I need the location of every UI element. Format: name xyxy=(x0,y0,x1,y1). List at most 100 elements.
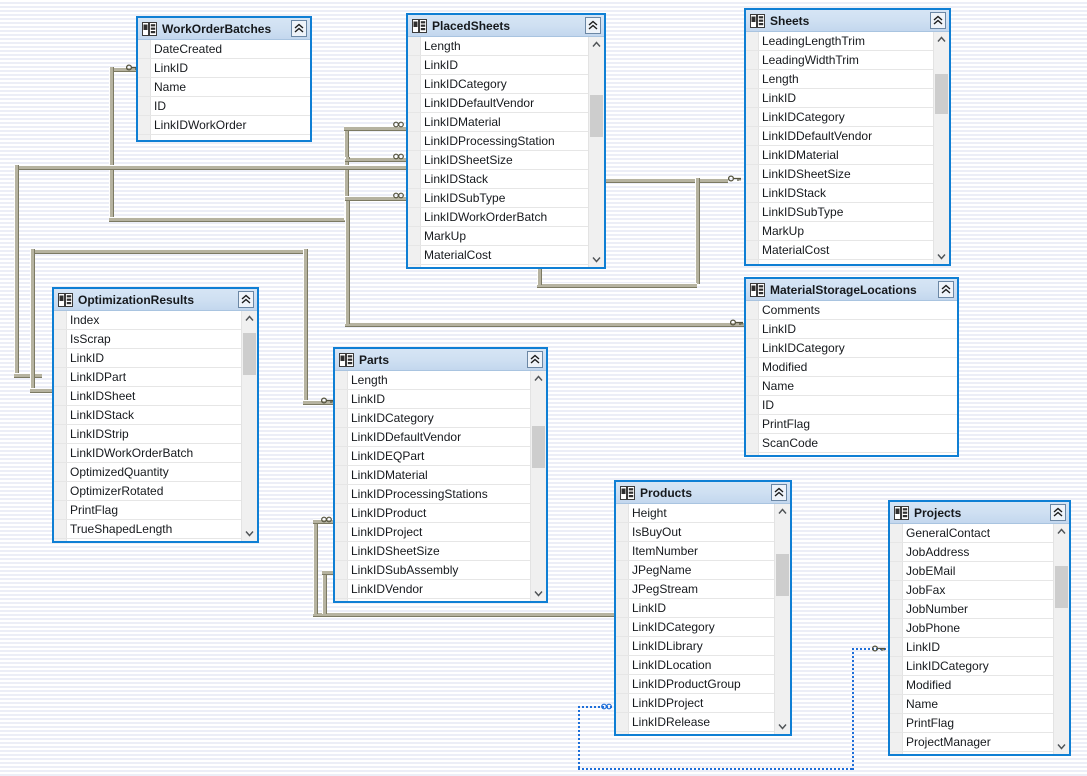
table-header-products[interactable]: Products xyxy=(616,482,790,504)
column-row[interactable]: DateCreated xyxy=(138,40,310,59)
scroll-down-arrow-icon[interactable] xyxy=(589,252,604,267)
column-row[interactable]: LinkID xyxy=(890,638,1054,657)
vertical-scrollbar[interactable] xyxy=(933,32,949,264)
scroll-up-arrow-icon[interactable] xyxy=(242,311,257,326)
scroll-down-arrow-icon[interactable] xyxy=(242,526,257,541)
selected-connector-segment[interactable] xyxy=(852,648,888,650)
column-row[interactable]: MarkUp xyxy=(408,227,589,246)
column-row[interactable]: ID xyxy=(138,97,310,116)
column-row[interactable]: LinkIDProduct xyxy=(335,504,531,523)
column-row[interactable]: IsScrap xyxy=(54,330,242,349)
column-row[interactable]: LinkIDDefaultVendor xyxy=(335,428,531,447)
selected-connector-segment[interactable] xyxy=(578,768,854,770)
scroll-down-arrow-icon[interactable] xyxy=(531,586,546,601)
column-row[interactable]: Length xyxy=(408,37,589,56)
column-row[interactable]: LinkIDCategory xyxy=(408,75,589,94)
scrollbar-thumb[interactable] xyxy=(935,74,948,114)
column-row[interactable]: Modified xyxy=(746,358,957,377)
collapse-chevron-icon[interactable] xyxy=(238,291,254,308)
column-row[interactable]: LinkIDProductGroup xyxy=(616,675,775,694)
scrollbar-thumb[interactable] xyxy=(590,95,603,137)
column-row[interactable]: LeadingLengthTrim xyxy=(746,32,934,51)
table-header-placedsheets[interactable]: PlacedSheets xyxy=(408,15,604,37)
column-row[interactable]: LinkID xyxy=(746,89,934,108)
collapse-chevron-icon[interactable] xyxy=(1050,504,1066,521)
column-row[interactable]: LinkIDDefaultVendor xyxy=(408,94,589,113)
selected-connector-segment[interactable] xyxy=(578,706,580,770)
column-row[interactable]: Height xyxy=(616,504,775,523)
column-row[interactable]: LinkIDLocation xyxy=(616,656,775,675)
scrollbar-thumb[interactable] xyxy=(776,554,789,596)
collapse-chevron-icon[interactable] xyxy=(771,484,787,501)
column-row[interactable]: LinkIDStack xyxy=(408,170,589,189)
column-row[interactable]: Name xyxy=(746,377,957,396)
column-row[interactable]: LinkID xyxy=(54,349,242,368)
column-row[interactable]: LinkIDCategory xyxy=(746,339,957,358)
column-row[interactable]: LinkID xyxy=(138,59,310,78)
column-row[interactable]: PrintFlag xyxy=(890,714,1054,733)
table-header-sheets[interactable]: Sheets xyxy=(746,10,949,32)
column-row[interactable]: LinkIDVendor xyxy=(335,580,531,599)
vertical-scrollbar[interactable] xyxy=(588,37,604,267)
column-row[interactable]: LinkIDProcessingStation xyxy=(408,132,589,151)
collapse-chevron-icon[interactable] xyxy=(585,17,601,34)
column-row[interactable]: LeadingWidthTrim xyxy=(746,51,934,70)
column-row[interactable]: Length xyxy=(335,371,531,390)
column-row[interactable]: LinkIDProject xyxy=(616,694,775,713)
table-header-projects[interactable]: Projects xyxy=(890,502,1069,524)
scroll-up-arrow-icon[interactable] xyxy=(775,504,790,519)
column-row[interactable]: LinkIDMaterial xyxy=(335,466,531,485)
column-row[interactable]: ID xyxy=(746,396,957,415)
column-row[interactable]: LinkIDMaterial xyxy=(408,113,589,132)
column-row[interactable]: ItemNumber xyxy=(616,542,775,561)
column-row[interactable]: LinkIDStack xyxy=(54,406,242,425)
scroll-up-arrow-icon[interactable] xyxy=(934,32,949,47)
selected-connector-segment[interactable] xyxy=(852,648,854,770)
collapse-chevron-icon[interactable] xyxy=(938,281,954,298)
column-row[interactable]: JPegStream xyxy=(616,580,775,599)
column-row[interactable]: LinkID xyxy=(616,599,775,618)
column-row[interactable]: LinkIDSheetSize xyxy=(746,165,934,184)
column-row[interactable]: Name xyxy=(138,78,310,97)
column-row[interactable]: ProjectManager xyxy=(890,733,1054,752)
column-row[interactable]: LinkIDCategory xyxy=(890,657,1054,676)
column-row[interactable]: LinkIDWorkOrder xyxy=(138,116,310,135)
column-row[interactable]: LinkIDMaterial xyxy=(746,146,934,165)
column-row[interactable]: ScanCode xyxy=(746,434,957,453)
scrollbar-thumb[interactable] xyxy=(243,333,256,375)
column-row[interactable]: LinkID xyxy=(746,320,957,339)
column-row[interactable]: LinkIDSubAssembly xyxy=(335,561,531,580)
scroll-up-arrow-icon[interactable] xyxy=(531,371,546,386)
column-row[interactable]: LinkIDPart xyxy=(54,368,242,387)
scroll-down-arrow-icon[interactable] xyxy=(1054,739,1069,754)
table-header-optimizationresults[interactable]: OptimizationResults xyxy=(54,289,257,311)
collapse-chevron-icon[interactable] xyxy=(527,351,543,368)
column-row[interactable]: JobNumber xyxy=(890,600,1054,619)
table-header-parts[interactable]: Parts xyxy=(335,349,546,371)
vertical-scrollbar[interactable] xyxy=(774,504,790,734)
column-row[interactable]: LinkIDStack xyxy=(746,184,934,203)
column-row[interactable]: PrintFlag xyxy=(746,415,957,434)
column-row[interactable]: LinkIDProcessingStations xyxy=(335,485,531,504)
column-row[interactable]: MarkUp xyxy=(746,222,934,241)
column-row[interactable]: LinkIDStrip xyxy=(54,425,242,444)
column-row[interactable]: LinkIDCategory xyxy=(335,409,531,428)
column-row[interactable]: Comments xyxy=(746,301,957,320)
column-row[interactable]: LinkIDWorkOrderBatch xyxy=(54,444,242,463)
column-row[interactable]: Index xyxy=(54,311,242,330)
column-row[interactable]: MaterialCost xyxy=(408,246,589,265)
scrollbar-thumb[interactable] xyxy=(1055,566,1068,608)
column-row[interactable]: LinkIDDefaultVendor xyxy=(746,127,934,146)
column-row[interactable]: Name xyxy=(890,695,1054,714)
selected-connector-segment[interactable] xyxy=(578,706,616,708)
column-row[interactable]: JobEMail xyxy=(890,562,1054,581)
